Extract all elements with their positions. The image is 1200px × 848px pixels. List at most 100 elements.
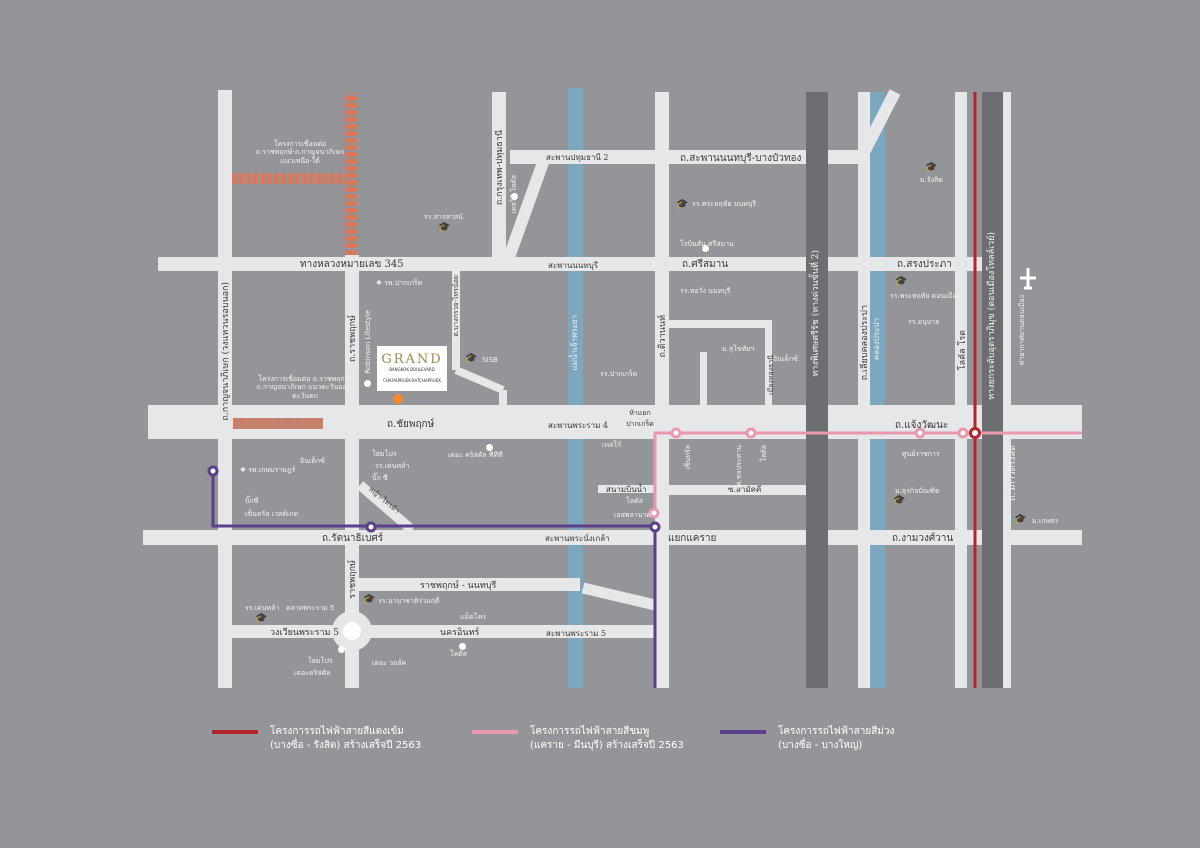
place-talad: ตลาดพระราม 5 (286, 604, 335, 612)
note-link-ns: โครงการเชื่อมต่อ ถ.ราชพฤกษ์-ถ.กาญจนาภิเษ… (255, 140, 345, 165)
school-icon: 🎓 (895, 276, 908, 287)
pink-station (957, 427, 969, 439)
road-side2 (765, 320, 772, 405)
place-kasemrad: ✚ รพ.เกษมราษฎร์ (240, 466, 296, 474)
place-rangsit-u: ม.รังสิต (920, 176, 943, 184)
place-dot (338, 646, 345, 653)
label-bridge-phranangklao: สะพานพระนั่งเกล้า (545, 534, 610, 543)
road-side3 (700, 352, 707, 405)
place-the-walk: เดอะ วอล์ค (372, 659, 407, 667)
label-rama5-circle: วงเวียนพระราม 5 (270, 628, 340, 638)
school-icon: 🎓 (438, 222, 451, 233)
logo-title: GRAND (381, 352, 443, 367)
school-icon: 🎓 (1014, 514, 1027, 525)
place-dot (702, 245, 709, 252)
road-krungthep-pathum (492, 92, 506, 262)
place-school-nawa: รร.นานาชาติร่วมฤดี (378, 597, 440, 605)
place-lotus4: โลตัส (626, 497, 643, 505)
label-bangbuathong: ถ.สะพานนนทบุรี-บางบัวทอง (680, 153, 802, 164)
label-chao-phraya: แม่น้ำเจ้าพระยา (570, 315, 579, 371)
roundabout-center (343, 622, 361, 640)
place-central-wg: เซ็นทรัล เวสต์เกต (245, 510, 299, 518)
road-bangkruai (452, 270, 460, 370)
place-central-gov: ศูนย์ราชการ (902, 450, 940, 458)
label-srisaman: ถ.ศรีสมาน (682, 259, 729, 270)
label-tiwanon: ถ.ติวานนท์ (658, 315, 668, 358)
place-school-anubal: รร.อนุบาล (908, 318, 940, 326)
place-central-rt: เซ็นทรัล (684, 445, 692, 470)
place-robinson: Robinson Lifestyle (364, 310, 372, 374)
label-bridge-nonthaburi: สะพานนนทบุรี (548, 261, 598, 270)
place-school-denla: รร.เด่นหล้า (375, 462, 410, 470)
road-vibhavadi (1003, 92, 1011, 688)
place-robinson-srisaman: โรบินสัน ศรีสมาน (680, 240, 734, 248)
place-dot (459, 643, 466, 650)
place-lotus3: โลตัส (450, 650, 467, 658)
label-vibhavadi: ถ.วิภาวดีรังสิต (1008, 445, 1018, 501)
expressway-srirat (806, 92, 828, 688)
label-sanambinnam: สนามบินน้ำ (606, 485, 647, 494)
place-homepro2: โฮมโปร (308, 657, 333, 665)
legend-swatch-purple (720, 730, 766, 734)
label-uttaraphimuk: ทางยกระดับอุตราภิมุข (ดอนเมืองโทลล์เวย์) (987, 232, 997, 400)
purple-station (649, 521, 661, 533)
legend-text: โครงการรถไฟฟ้าสายสีชมพู (530, 726, 650, 737)
place-sisb: SISB (482, 356, 498, 364)
project-logo[interactable]: GRAND BANGKOK BOULEVARD CHAIYAPRUEK-RATC… (377, 346, 447, 391)
legend-purple-line: โครงการรถไฟฟ้าสายสีม่วง (บางซื่อ - บางให… (720, 725, 895, 752)
legend-text: โครงการรถไฟฟ้าสายสีแดงเข้ม (270, 726, 404, 737)
planned-link-ns-horizontal (232, 173, 345, 184)
planned-link-ew (233, 418, 323, 429)
label-ngamwongwan: ถ.งามวงศ์วาน (892, 533, 954, 544)
legend-text: (แคราย - มีนบุรี) สร้างเสร็จปี 2563 (530, 739, 684, 751)
place-index2: อินเด็กซ์ (300, 457, 325, 465)
red-station (969, 427, 981, 439)
place-sarasas: รร.สารสาสน์ (424, 213, 463, 221)
place-airport: ท่าอากาศยานดอนเมือง (1018, 295, 1026, 366)
label-kanchanaphisek: ถ.กาญจนาภิเษก (วงแหวนรอบนอก) (221, 282, 231, 421)
label-rattanathibet: ถ.รัตนาธิเบศร์ (322, 533, 384, 544)
label-chaengwattana: ถ.แจ้งวัฒนะ (895, 420, 949, 431)
label-chaiyapruek: ถ.ชัยพฤกษ์ (387, 419, 435, 430)
label-local-road: โลคัล โรด (958, 330, 968, 371)
purple-station (207, 465, 219, 477)
legend-text: โครงการรถไฟฟ้าสายสีม่วง (778, 726, 895, 737)
road-rattanathibet (143, 530, 1082, 545)
pink-station (745, 427, 757, 439)
planned-link-ns-vertical (345, 93, 357, 255)
place-big-c: บิ๊ก ซี (372, 474, 388, 482)
place-crystal: เดอะคริสตัล (294, 669, 331, 677)
pink-station (670, 427, 682, 439)
label-ratchapruek2: ราชพฤกษ์ (348, 560, 358, 599)
place-school-dl: รร.เด่นหล้า (245, 604, 280, 612)
place-index: อินเด็กซ์ (773, 355, 798, 363)
place-homepro: โฮมโปร (372, 450, 397, 458)
place-esplanade: เอสพลานาด (614, 511, 651, 519)
expressway-donmuang-tollway (982, 92, 1003, 688)
road-side4 (598, 485, 655, 493)
project-location-marker[interactable] (393, 394, 403, 404)
legend-swatch-pink (472, 730, 518, 734)
place-kasem: ม.เกษตร (1032, 517, 1059, 525)
logo-tag: CHAIYAPRUEK-RATCHAPRUEK (383, 378, 441, 383)
road-ratchapruek-nonthaburi (345, 578, 580, 591)
school-icon: 🎓 (465, 353, 478, 364)
place-makro: แม็คโคร (460, 613, 487, 621)
label-kaeo-khrai: แยกแคราย (668, 533, 717, 544)
road-side (669, 320, 769, 328)
pink-station (914, 427, 926, 439)
place-sukhothai-u: ม.สุโขทัยฯ (722, 345, 755, 353)
purple-line (211, 470, 657, 688)
place-crystal-ptt: เดอะ คริสตัล พีทีที (448, 451, 503, 459)
legend-red-line: โครงการรถไฟฟ้าสายสีแดงเข้ม (บางซื่อ - รั… (212, 725, 422, 752)
purple-station (365, 521, 377, 533)
school-icon: 🎓 (363, 594, 376, 605)
place-hosp-pakkret: ✚ รพ.ปากเกร็ด (376, 279, 423, 287)
legend-text: (บางซื่อ - รังสิต) สร้างเสร็จปี 2563 (270, 739, 422, 751)
pink-station (648, 507, 660, 519)
note-link-ew: โครงการเชื่อมต่อ ถ.ราชพฤกษ์-ถ.กาญจนาภิเษ… (256, 375, 354, 400)
label-ratchapruek-nonthaburi: ราชพฤกษ์ - นนทบุรี (420, 581, 497, 591)
legend-text: (บางซื่อ - บางใหญ่) (778, 739, 863, 751)
